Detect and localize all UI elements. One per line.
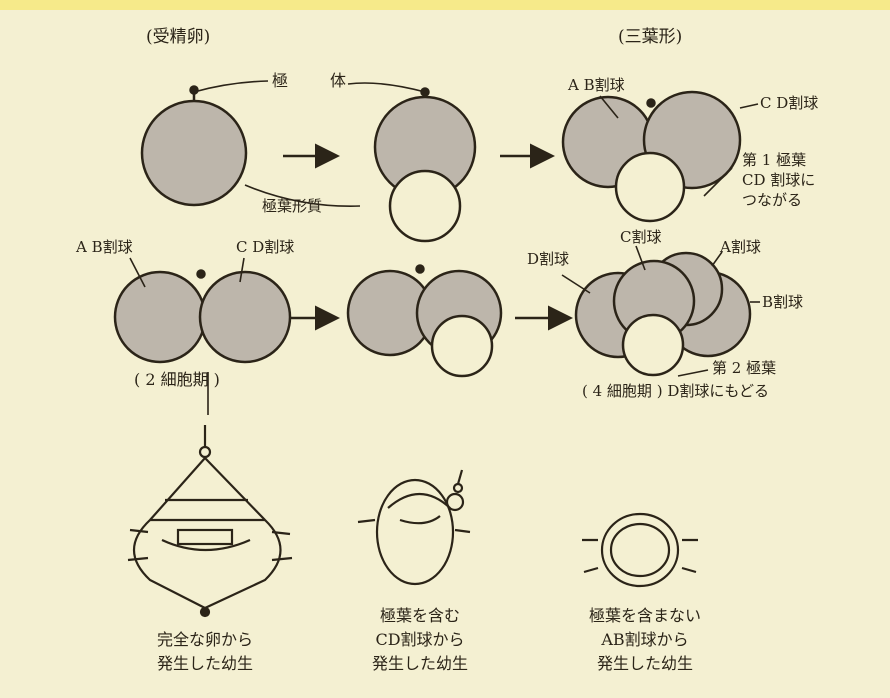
polar-lobe-stage3 <box>623 315 683 375</box>
polar-body-1 <box>191 87 198 94</box>
heading-fertilized-egg: (受精卵) <box>146 29 210 46</box>
label-second-polar-lobe: 第 2 極葉 <box>712 361 776 376</box>
fertilized-egg <box>142 101 246 205</box>
label-cd-blastomere-top: C D割球 <box>760 96 818 111</box>
caption-complete-larva: 完全な卵から 発生した幼生 <box>130 628 280 676</box>
caption-cd-larva: 極葉を含む CD割球から 発生した幼生 <box>350 604 490 676</box>
label-ab-blastomere-top: A B割球 <box>568 78 625 93</box>
label-polar-body-1: 極 <box>272 73 288 89</box>
label-polar-body-2: 体 <box>330 73 346 89</box>
label-a-blastomere: A割球 <box>720 240 761 255</box>
polar-lobe-stage1 <box>390 171 460 241</box>
cd-larva <box>377 480 453 584</box>
label-polar-lobe-stalk: 極葉形質 <box>262 199 322 214</box>
label-four-cell-stage: ( 4 細胞期 ) D割球にもどる <box>582 384 769 399</box>
label-ab-blastomere-mid: A B割球 <box>76 240 133 255</box>
caption-ab-larva: 極葉を含まない AB割球から 発生した幼生 <box>560 604 730 676</box>
heading-trefoil: (三葉形) <box>618 29 682 46</box>
polar-lobe-stage2 <box>432 316 492 376</box>
polar-lobe-top <box>616 153 684 221</box>
label-two-cell-stage: ( 2 細胞期 ) <box>134 372 220 388</box>
label-cd-blastomere-mid: C D割球 <box>236 240 294 255</box>
ab-cell <box>115 272 205 362</box>
cd-cell <box>200 272 290 362</box>
label-first-polar-lobe: 第 1 極葉 CD 割球に つながる <box>742 150 815 210</box>
label-b-blastomere: B割球 <box>762 295 803 310</box>
label-c-blastomere: C割球 <box>620 230 661 245</box>
label-d-blastomere: D割球 <box>527 252 569 267</box>
